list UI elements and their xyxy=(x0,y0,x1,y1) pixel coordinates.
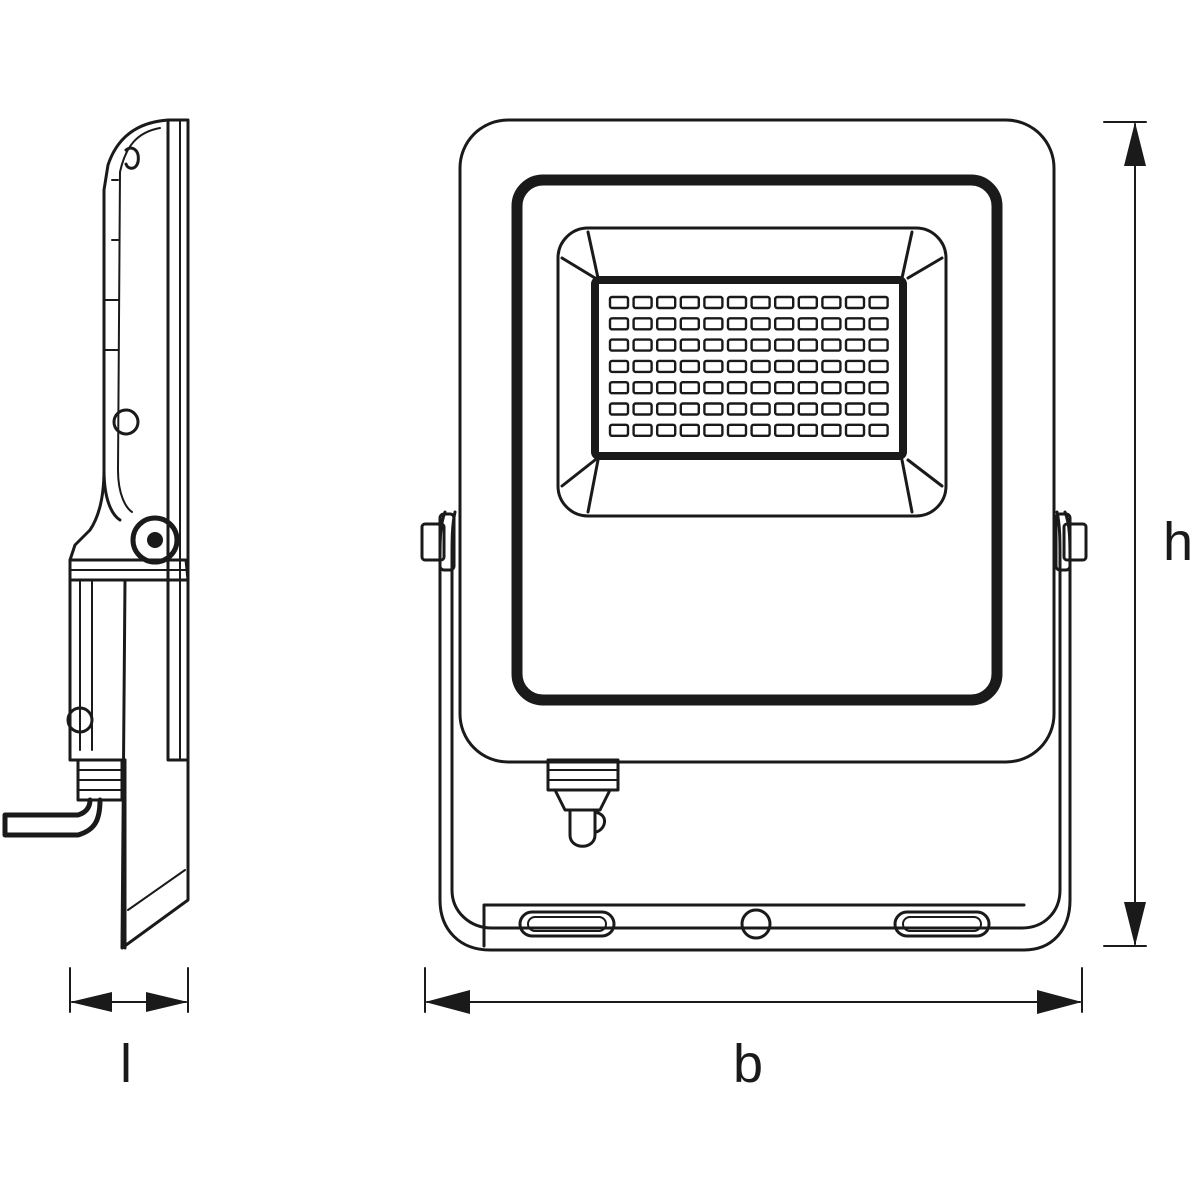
led-chip xyxy=(703,338,724,352)
led-chip xyxy=(679,381,700,395)
led-chip xyxy=(821,359,842,374)
led-chip xyxy=(608,317,630,331)
led-chip xyxy=(868,423,889,437)
led-chip xyxy=(844,402,866,416)
led-chip xyxy=(679,317,700,331)
led-chip xyxy=(797,423,818,437)
led-chip xyxy=(750,359,771,374)
led-chip xyxy=(750,381,771,395)
led-chip xyxy=(632,338,653,352)
led-chip xyxy=(844,338,866,352)
led-chip xyxy=(844,381,866,395)
led-chip xyxy=(774,423,795,437)
led-chip xyxy=(632,295,653,310)
led-chip xyxy=(703,402,724,416)
led-chip xyxy=(726,402,748,416)
led-chip xyxy=(797,402,818,416)
led-chip xyxy=(774,402,795,416)
led-chip xyxy=(656,359,677,374)
led-chip xyxy=(868,338,889,352)
led-chip xyxy=(821,423,842,437)
led-chip xyxy=(821,338,842,352)
led-chip xyxy=(726,295,748,310)
led-chip xyxy=(750,423,771,437)
led-chip xyxy=(608,381,630,395)
led-chip xyxy=(726,423,748,437)
led-chip xyxy=(844,295,866,310)
led-chip xyxy=(726,338,748,352)
led-chip xyxy=(774,317,795,331)
led-chip xyxy=(726,381,748,395)
led-chip xyxy=(608,338,630,352)
dimension-width: b xyxy=(424,967,1083,1094)
led-chip xyxy=(656,338,677,352)
led-chip xyxy=(632,381,653,395)
led-chip xyxy=(703,295,724,310)
led-chip xyxy=(821,317,842,331)
led-chip xyxy=(844,423,866,437)
led-chip xyxy=(868,381,889,395)
led-chip xyxy=(703,317,724,331)
led-chip xyxy=(632,402,653,416)
led-chip xyxy=(679,295,700,310)
led-chip xyxy=(703,381,724,395)
led-chip xyxy=(844,317,866,331)
led-chip xyxy=(868,295,889,310)
led-chip xyxy=(797,295,818,310)
led-chip xyxy=(608,402,630,416)
led-chip xyxy=(797,338,818,352)
led-chip xyxy=(632,423,653,437)
led-chip xyxy=(750,338,771,352)
led-chip xyxy=(750,402,771,416)
led-chip xyxy=(679,423,700,437)
led-chip xyxy=(632,359,653,374)
led-chip xyxy=(703,423,724,437)
led-chip xyxy=(821,381,842,395)
front-view xyxy=(420,118,1088,952)
width-label: b xyxy=(733,1034,763,1094)
led-chip xyxy=(608,295,630,310)
led-chip xyxy=(726,317,748,331)
led-chip xyxy=(868,402,889,416)
led-chip xyxy=(868,317,889,331)
led-chip xyxy=(679,338,700,352)
led-chip xyxy=(821,295,842,310)
led-chip xyxy=(656,295,677,310)
led-chip xyxy=(774,381,795,395)
led-chip xyxy=(632,317,653,331)
led-array xyxy=(608,295,889,437)
led-chip xyxy=(797,381,818,395)
led-chip xyxy=(656,381,677,395)
dimension-height: h xyxy=(1103,121,1193,947)
led-chip xyxy=(797,317,818,331)
led-chip xyxy=(656,317,677,331)
led-chip xyxy=(656,402,677,416)
led-chip xyxy=(774,359,795,374)
led-chip xyxy=(703,359,724,374)
length-label: l xyxy=(120,1034,132,1094)
led-chip xyxy=(750,295,771,310)
dimension-length: l xyxy=(69,967,189,1094)
led-chip xyxy=(844,359,866,374)
led-chip xyxy=(608,423,630,437)
led-chip xyxy=(726,359,748,374)
led-chip xyxy=(750,317,771,331)
side-view xyxy=(2,118,190,950)
led-chip xyxy=(679,402,700,416)
led-chip xyxy=(656,423,677,437)
led-chip xyxy=(821,402,842,416)
led-chip xyxy=(774,295,795,310)
led-chip xyxy=(797,359,818,374)
led-chip xyxy=(868,359,889,374)
led-chip xyxy=(608,359,630,374)
height-label: h xyxy=(1163,512,1193,572)
led-chip xyxy=(774,338,795,352)
led-chip xyxy=(679,359,700,374)
